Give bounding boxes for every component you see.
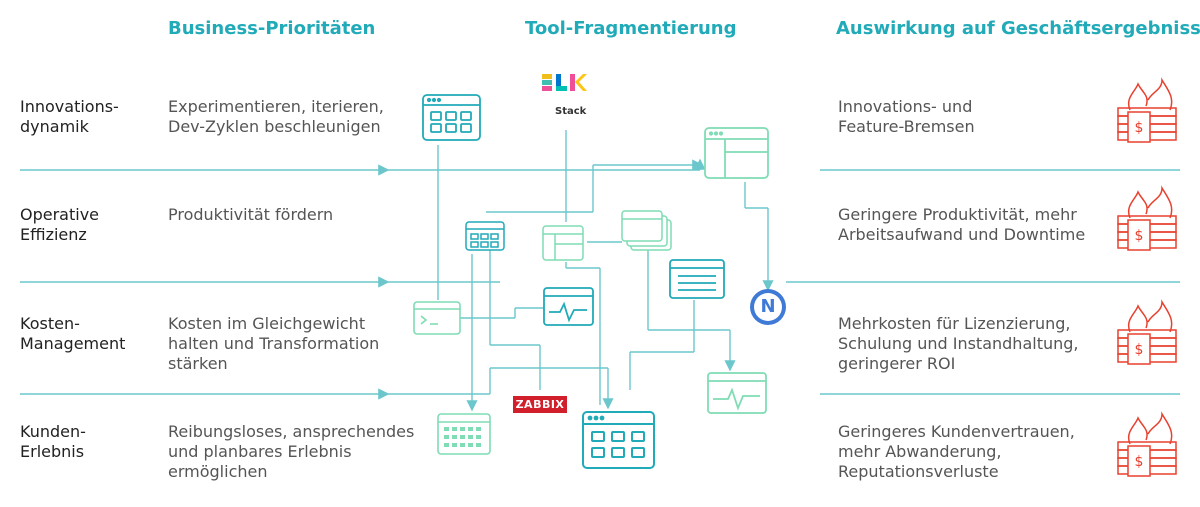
priority-innovation: Experimentieren, iterieren, Dev-Zyklen b… — [168, 97, 384, 136]
svg-text:$: $ — [1135, 228, 1144, 244]
money-fire-icon-3: $ — [1117, 299, 1177, 365]
terminal-icon — [413, 301, 461, 335]
nagios-letter: N — [760, 296, 776, 317]
small-grid-window-icon — [465, 221, 505, 251]
impact-efficiency: Geringere Produktivität, mehr Arbeitsauf… — [838, 205, 1086, 244]
header-business-priorities: Business-Prioritäten — [168, 18, 376, 39]
window-stack-icon — [621, 210, 672, 251]
large-browser-grid-icon — [582, 411, 655, 469]
priority-cost: Kosten im Gleichgewicht halten und Trans… — [168, 314, 380, 373]
priority-efficiency: Produktivität fördern — [168, 205, 334, 224]
elk-logo-icon — [542, 74, 587, 91]
row-label-efficiency: Operative Effizienz — [20, 205, 100, 244]
svg-text:$: $ — [1135, 342, 1144, 358]
row-label-cost: Kosten- Management — [20, 314, 126, 353]
monitor-pulse-icon — [543, 287, 594, 326]
impact-innovation: Innovations- und Feature-Bremsen — [838, 97, 975, 136]
calendar-grid-icon — [437, 413, 491, 455]
money-fire-icon-2: $ — [1117, 185, 1177, 251]
layout-window-icon — [704, 127, 769, 179]
impact-customer: Geringeres Kundenvertrauen, mehr Abwande… — [838, 422, 1075, 481]
elk-stack-caption: Stack — [555, 106, 587, 117]
zabbix-logo: ZABBIX — [513, 396, 567, 413]
header-tool-fragmentation: Tool-Fragmentierung — [525, 18, 737, 39]
money-fire-icon: $ — [1117, 77, 1177, 143]
header-business-impact: Auswirkung auf Geschäftsergebnisse — [836, 18, 1200, 39]
row-label-innovation: Innovations- dynamik — [20, 97, 119, 136]
browser-grid-icon — [422, 94, 481, 141]
priority-customer: Reibungsloses, ansprechendes und planbar… — [168, 422, 415, 481]
svg-text:$: $ — [1135, 454, 1144, 470]
monitor-pulse-icon-2 — [707, 372, 767, 414]
svg-text:$: $ — [1135, 120, 1144, 136]
row-label-customer: Kunden- Erlebnis — [20, 422, 86, 461]
impact-cost: Mehrkosten für Lizenzierung, Schulung un… — [838, 314, 1079, 373]
list-window-icon — [669, 259, 725, 299]
small-layout-window-icon — [542, 225, 584, 261]
money-fire-icon-4: $ — [1117, 411, 1177, 477]
nagios-logo-icon — [750, 289, 786, 325]
